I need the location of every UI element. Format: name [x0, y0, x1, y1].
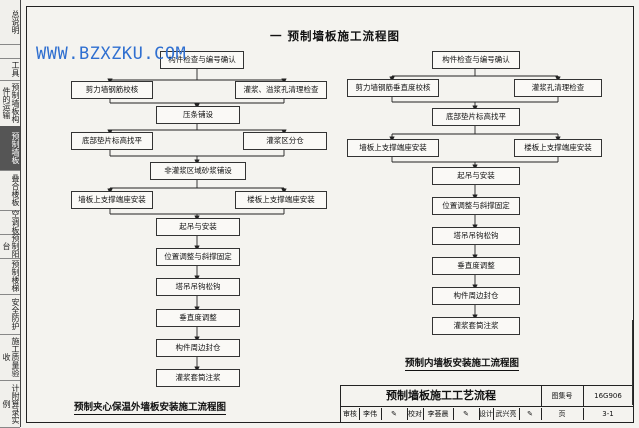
flow-step: 起吊与安装 [156, 218, 240, 236]
sidebar-tab[interactable] [0, 44, 20, 59]
flow-step: 灌浆套筒注浆 [432, 317, 520, 335]
flow-step: 灌浆套筒注浆 [156, 369, 240, 387]
sidebar-tab[interactable]: 预制阳台 [0, 234, 20, 259]
drawing-frame [26, 6, 634, 423]
flow-step: 灌浆、溢浆孔清理检查 [235, 81, 327, 99]
reviewer-signature: ✎ [381, 408, 408, 420]
flow-step: 灌浆区分仓 [243, 132, 327, 150]
flow-step: 构件周边封仓 [156, 339, 240, 357]
checker-name: 李荟晨 [423, 408, 454, 420]
flow-step: 剪力墙钢筋垂直度校核 [347, 79, 439, 97]
sidebar-tab[interactable]: 安全防护 [0, 294, 20, 335]
left-chart-caption: 预制夹心保温外墙板安装施工流程图 [74, 402, 227, 415]
flow-step: 底部垫片标高找平 [432, 108, 520, 126]
sidebar-tab[interactable]: 总说明 [0, 0, 20, 45]
sidebar-tab[interactable]: 空调板 [0, 210, 20, 235]
flow-step: 垂直度调整 [156, 309, 240, 327]
check-label: 校对 [408, 408, 424, 420]
flow-step: 墙板上支撑端座安装 [347, 139, 439, 157]
chapter-sidebar: 总说明 工具 预制墙板构件的运输 预制墙板 叠合楼板 空调板 预制阳台 预制楼梯… [0, 0, 21, 428]
right-edge-strip [632, 320, 639, 405]
right-chart-caption: 预制内墙板安装施工流程图 [405, 358, 520, 371]
flow-step: 楼板上支撑端座安装 [514, 139, 602, 157]
drawing-title: 预制墙板施工工艺流程 [341, 386, 542, 406]
site-watermark: WWW.BZXZKU.COM [36, 44, 187, 64]
design-label: 设计 [479, 408, 494, 420]
title-block: 预制墙板施工工艺流程 图集号 16G906 审核 李伟 ✎ 校对 李荟晨 ✎ 设… [340, 385, 633, 422]
flow-step: 位置调整与斜撑固定 [156, 248, 240, 266]
review-label: 审核 [341, 408, 360, 420]
sidebar-tab[interactable]: 预制楼梯 [0, 258, 20, 295]
page-number: 3-1 [602, 410, 614, 418]
sidebar-tab-active[interactable]: 预制墙板 [0, 126, 20, 171]
flow-step: 底部垫片标高找平 [71, 132, 153, 150]
designer-name: 武兴亮 [493, 408, 520, 420]
designer-signature: ✎ [519, 408, 542, 420]
flow-step: 非灌浆区域砂浆铺设 [150, 162, 246, 180]
page-label: 页 [541, 408, 584, 420]
flow-step: 构件检查与编号确认 [432, 51, 520, 69]
flow-step: 垂直度调整 [432, 257, 520, 275]
checker-signature: ✎ [453, 408, 480, 420]
sidebar-tab[interactable]: 叠合楼板 [0, 170, 20, 211]
flow-step: 起吊与安装 [432, 167, 520, 185]
flow-step: 塔吊吊钩松钩 [156, 278, 240, 296]
sidebar-tab[interactable]: 施工质量验收 [0, 334, 20, 381]
page-title: 一 预制墙板施工流程图 [270, 29, 401, 43]
flow-step: 墙板上支撑端座安装 [71, 191, 153, 209]
flow-step: 剪力墙钢筋校核 [71, 81, 153, 99]
flow-step: 位置调整与斜撑固定 [432, 197, 520, 215]
flow-step: 塔吊吊钩松钩 [432, 227, 520, 245]
reviewer-name: 李伟 [359, 408, 382, 420]
flow-step: 楼板上支撑端座安装 [235, 191, 327, 209]
flow-step: 构件检查与编号确认 [160, 51, 244, 69]
flow-step: 灌浆孔清理检查 [514, 79, 602, 97]
atlas-label: 图集号 [541, 386, 584, 406]
sidebar-tab[interactable]: 工具 [0, 58, 20, 81]
atlas-number: 16G906 [594, 392, 622, 400]
flow-step: 构件周边封仓 [432, 287, 520, 305]
flow-step: 压条铺设 [156, 106, 240, 124]
